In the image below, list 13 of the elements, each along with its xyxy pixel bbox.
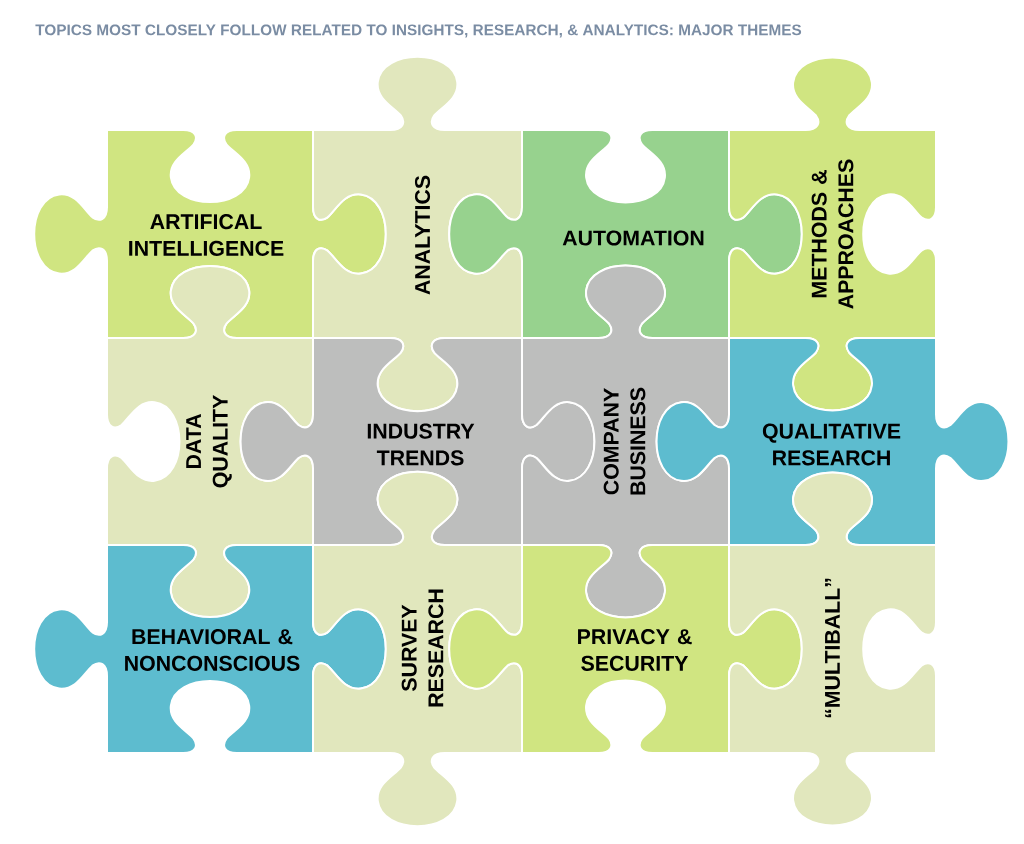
puzzle-piece: ARTIFICAL INTELLIGENCE [33,129,387,339]
puzzle-piece: METHODS & APPROACHES [728,56,937,412]
puzzle-piece: DATA QUALITY [106,264,314,619]
puzzle-piece: SURVEY RESEARCH [312,470,523,828]
puzzle-piece: QUALITATIVE RESEARCH [655,337,1010,546]
puzzle-piece: AUTOMATION [448,129,803,339]
puzzle-piece: “MULTIBALL” [728,471,937,827]
puzzle-piece: INDUSTRY TRENDS [239,337,596,546]
puzzle-piece: PRIVACY & SECURITY [448,544,803,754]
puzzle-piece: BEHAVIORAL & NONCONSCIOUS [33,544,387,754]
puzzle-piece: COMPANY BUSINESS [521,264,730,619]
puzzle-piece: ANALYTICS [312,55,523,413]
title: TOPICS MOST CLOSELY FOLLOW RELATED TO INSIGHTS, RESEARCH, & ANALYTICS: MAJOR THEMES [35,24,802,38]
